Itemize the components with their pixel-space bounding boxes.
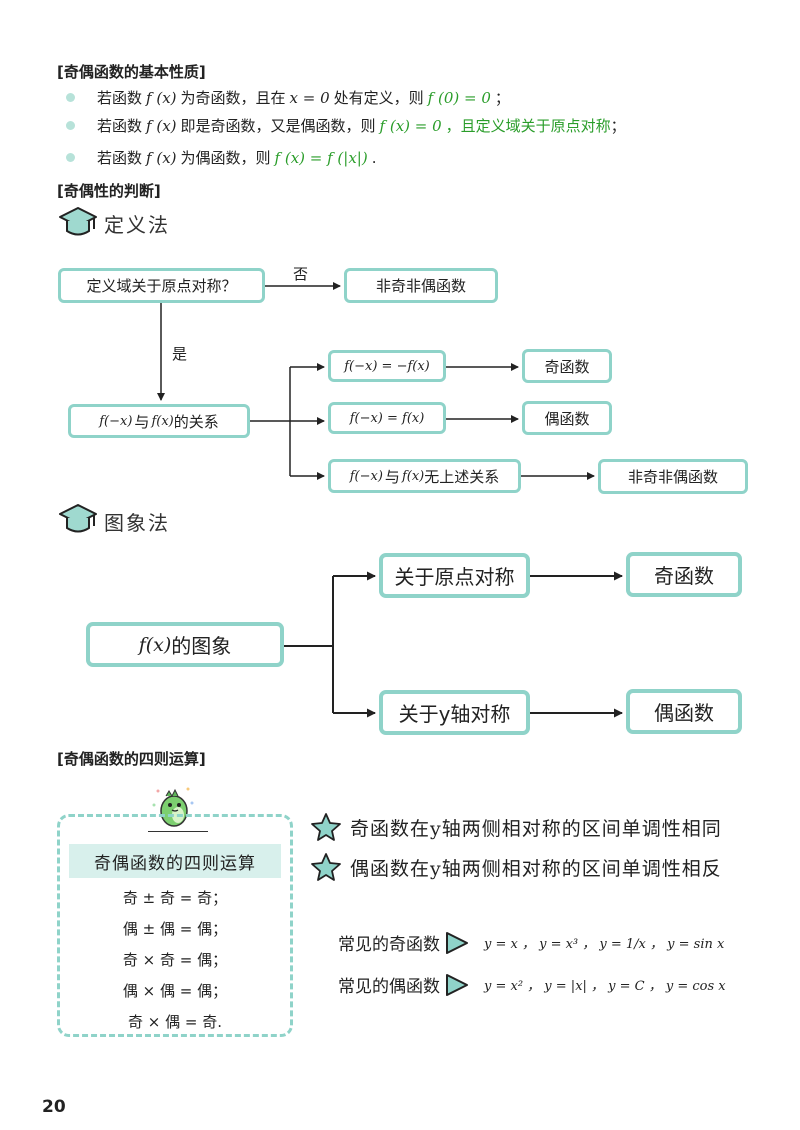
note-even-text: 偶函数在y轴两侧相对称的区间单调性相反 [350,857,722,880]
common-odd-formula: y = x ， y = x³ ， y = 1/x ， y = sin x [484,937,725,952]
common-even-formula: y = x² ， y = |x| ， y = C ， y = cos x [484,979,726,994]
star-icon [311,853,341,881]
card-header: 奇偶函数的四则运算 [69,844,281,878]
text-relation: 的关系 [173,412,219,431]
math-x-eq-0: x = 0 [289,88,330,107]
bullet-text: 为奇函数，且在 [180,89,286,107]
math-fx: f (x) [146,148,177,167]
note-odd-monotonic: 奇函数在y轴两侧相对称的区间单调性相同 [310,812,722,842]
graduation-cap-icon [58,205,98,239]
graduation-cap-icon [58,502,98,536]
common-odd-functions: 常见的奇函数 y = x ， y = x³ ， y = 1/x ， y = si… [338,930,724,955]
arithmetic-card: 奇偶函数的四则运算 奇 ± 奇 = 奇； 偶 ± 偶 = 偶； 奇 × 奇 = … [57,814,293,1037]
label-yes: 是 [172,345,188,363]
common-odd-label: 常见的奇函数 [338,935,440,955]
math-f-neg-x: f(−x) [349,468,383,484]
rule-even-times-even: 偶 × 偶 = 偶； [122,982,228,1000]
math-f-x: f(x) [401,468,425,484]
bullet-text: 处有定义，则 [333,89,424,107]
bullet-dot-icon [66,153,75,162]
text-and: 与 [384,467,400,486]
card-top-rule [148,831,208,832]
math-f0-eq-0: f (0) = 0 [427,88,491,107]
box-sym-origin: 关于原点对称 [379,553,530,598]
property-bullet-2: 若函数 f (x) 即是奇函数，又是偶函数，则 f (x) = 0 ，且定义域关… [66,115,626,136]
card-title: 奇偶函数的四则运算 [94,853,256,874]
rules-list: 奇 ± 奇 = 奇； 偶 ± 偶 = 偶； 奇 × 奇 = 偶； 偶 × 偶 =… [60,887,290,1042]
flow1-connectors [157,282,595,480]
bullet-text-green: ，且定义域关于原点对称 [445,117,611,135]
section-title-properties: [奇偶函数的基本性质] [57,63,206,81]
play-arrow-icon [446,973,468,996]
section-title-arithmetic: [奇偶函数的四则运算] [57,750,206,768]
box-result-odd: 奇函数 [522,349,612,383]
box-domain-symmetric: 定义域关于原点对称？ [58,268,265,303]
box-graph-result-even: 偶函数 [626,689,742,734]
bullet-text: . [371,148,377,167]
text-and: 与 [134,412,150,431]
rule-odd-times-even: 奇 × 偶 = 奇. [128,1013,222,1031]
note-odd-text: 奇函数在y轴两侧相对称的区间单调性相同 [350,817,722,840]
math-f-x: f(x) [151,413,174,429]
math-fx-eq-0: f (x) = 0 [379,116,442,135]
box-graph-of-f: f(x) 的图象 [86,622,284,667]
math-f-x: f(x) [138,633,172,656]
bullet-dot-icon [66,121,75,130]
text-graph: 的图象 [171,634,232,658]
box-graph-result-odd: 奇函数 [626,552,742,597]
label-no: 否 [293,265,309,283]
box-relation: f(−x) 与 f(x) 的关系 [68,404,250,438]
page-number: 20 [42,1097,66,1117]
box-cond-even: f(−x) = f(x) [328,402,446,434]
bullet-text: ； [494,89,510,107]
common-even-label: 常见的偶函数 [338,977,440,997]
method-graph-title: 图象法 [104,511,170,535]
text-no-relation: 无上述关系 [424,467,500,486]
math-cond-even: f(−x) = f(x) [349,410,425,426]
bullet-text: 若函数 [97,117,143,135]
play-arrow-icon [446,931,468,954]
bullet-text: 为偶函数，则 [180,149,271,167]
math-fx: f (x) [146,88,177,107]
property-bullet-1: 若函数 f (x) 为奇函数，且在 x = 0 处有定义，则 f (0) = 0… [66,87,510,108]
math-f-neg-x: f(−x) [99,413,133,429]
box-result-neither: 非奇非偶函数 [598,459,748,494]
bullet-text: 若函数 [97,149,143,167]
bullet-text: 即是奇函数，又是偶函数，则 [180,117,376,135]
bullet-dot-icon [66,93,75,102]
common-even-functions: 常见的偶函数 y = x² ， y = |x| ， y = C ， y = co… [338,972,726,997]
method-definition-title: 定义法 [104,213,170,237]
property-bullet-3: 若函数 f (x) 为偶函数，则 f (x) = f (|x|) . [66,147,376,168]
math-cond-odd: f(−x) = −f(x) [344,358,430,374]
dinosaur-mascot-icon [148,781,198,831]
note-even-monotonic: 偶函数在y轴两侧相对称的区间单调性相反 [310,852,722,882]
rule-odd-pm-odd: 奇 ± 奇 = 奇； [122,889,228,907]
rule-even-pm-even: 偶 ± 偶 = 偶； [122,920,228,938]
star-icon [311,813,341,841]
box-result-even: 偶函数 [522,401,612,435]
section-title-judgement: [奇偶性的判断] [57,182,161,200]
box-cond-none: f(−x) 与 f(x) 无上述关系 [328,459,521,493]
box-neither-1: 非奇非偶函数 [344,268,498,303]
bullet-text: ； [610,117,626,135]
math-fx: f (x) [146,116,177,135]
math-fx-eq-f-abs-x: f (x) = f (|x|) [274,148,368,167]
bullet-text: 若函数 [97,89,143,107]
flow2-connectors [284,571,623,718]
box-cond-odd: f(−x) = −f(x) [328,350,446,382]
box-sym-y-axis: 关于y轴对称 [379,690,530,735]
rule-odd-times-odd: 奇 × 奇 = 偶； [122,951,228,969]
